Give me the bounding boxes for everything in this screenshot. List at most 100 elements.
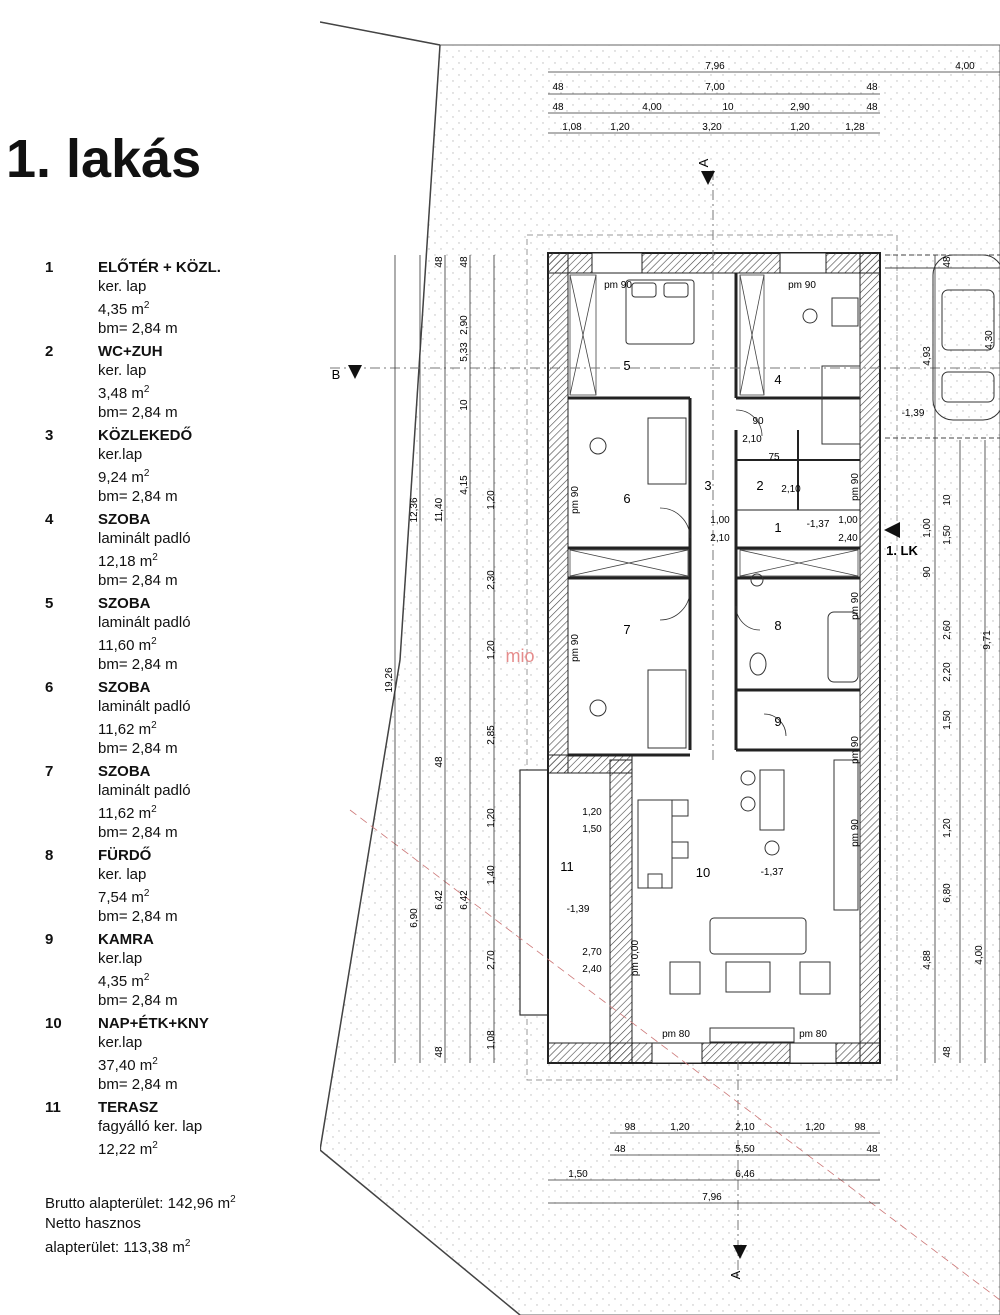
- dimension-label: 1,50: [942, 710, 953, 730]
- opening-label: pm 90: [850, 819, 861, 847]
- door-label: 1,50: [582, 824, 602, 835]
- area-unit-sup: 2: [151, 636, 157, 647]
- room-area: 11,60 m2: [98, 632, 345, 655]
- room-name: SZOBA: [98, 679, 151, 696]
- level-label: -1,39: [567, 904, 590, 915]
- room-number: 11: [45, 1099, 61, 1116]
- dimension-label: 1,20: [805, 1122, 825, 1133]
- room-area: 4,35 m2: [98, 296, 345, 319]
- level-label: -1,39: [902, 408, 925, 419]
- dimension-label: 48: [866, 1144, 878, 1155]
- dimension-label: 6,42: [459, 890, 470, 910]
- dimension-label: 4,88: [922, 950, 933, 970]
- room-floor: laminált padló: [98, 698, 191, 715]
- dimension-label: 4,15: [459, 475, 470, 495]
- room-name: FÜRDŐ: [98, 847, 152, 864]
- room-height: bm= 2,84 m: [98, 488, 178, 505]
- dimension-label: 2,90: [459, 315, 470, 335]
- section-arrow-icon: [884, 522, 900, 538]
- room-area-value: 11,60 m: [98, 637, 152, 654]
- room-label: 5: [623, 358, 630, 373]
- room-floor: ker.lap: [98, 1034, 143, 1051]
- room-label: 11: [560, 859, 574, 874]
- room-floor: laminált padló: [98, 782, 191, 799]
- dimension-label: 3,20: [702, 122, 722, 133]
- page-title: 1. lakás: [6, 129, 202, 189]
- door-label: 1,00: [710, 515, 730, 526]
- room-height: bm= 2,84 m: [98, 404, 178, 421]
- dimension-label: 1,20: [486, 640, 497, 660]
- dimension-label: 1,20: [610, 122, 630, 133]
- room-area: 12,18 m2: [98, 548, 345, 571]
- room-height: bm= 2,84 m: [98, 572, 178, 589]
- dimension-label: 10: [459, 399, 470, 411]
- room-label: 1: [774, 520, 781, 535]
- dimension-label: 2,30: [486, 570, 497, 590]
- opening-label: pm 90: [570, 634, 581, 662]
- dimension-label: 6,90: [409, 908, 420, 928]
- dimension-label: 4,30: [984, 330, 995, 350]
- section-mark-a-top: A: [696, 158, 711, 167]
- room-floor: ker. lap: [98, 866, 147, 883]
- dimension-label: 48: [434, 1046, 445, 1058]
- room-area: 9,24 m2: [98, 464, 345, 487]
- room-area: 37,40 m2: [98, 1052, 345, 1075]
- dimension-label: 9,71: [982, 630, 993, 650]
- dimension-label: 48: [942, 256, 953, 268]
- room-name: SZOBA: [98, 763, 151, 780]
- room-label: 6: [623, 491, 630, 506]
- area-unit-sup: 2: [143, 888, 150, 899]
- room-floor: ker.lap: [98, 950, 143, 967]
- opening-label: pm 90: [604, 280, 632, 291]
- door-label: 2,70: [582, 947, 602, 958]
- area-unit-sup: 2: [152, 1056, 158, 1067]
- opening-label: pm 0,00: [630, 939, 641, 976]
- room-name: SZOBA: [98, 595, 151, 612]
- dimension-label: 48: [866, 102, 878, 113]
- door-label: 2,10: [710, 533, 730, 544]
- room-area-value: 7,54 m: [98, 889, 144, 906]
- dimension-label: 1,08: [562, 122, 582, 133]
- area-unit-sup: 2: [151, 720, 157, 731]
- room-area: 12,22 m2: [98, 1136, 345, 1159]
- dimension-label: 4,00: [642, 102, 662, 113]
- room-name: KAMRA: [98, 931, 154, 948]
- dimension-label: 90: [922, 566, 933, 578]
- room-number: 5: [45, 595, 54, 612]
- dimension-label: 1,50: [568, 1169, 588, 1180]
- room-number: 4: [45, 511, 54, 528]
- dimension-label: 1,20: [670, 1122, 690, 1133]
- dimension-label: 4,00: [955, 61, 975, 72]
- door-label: 2,40: [838, 533, 858, 544]
- dimension-label: 2,90: [790, 102, 810, 113]
- room-height: bm= 2,84 m: [98, 908, 178, 925]
- dimension-label: 6,46: [735, 1169, 755, 1180]
- room-floor: fagyálló ker. lap: [98, 1118, 203, 1135]
- dimension-label: 48: [866, 82, 878, 93]
- area-unit-sup: 2: [152, 1140, 158, 1151]
- room-floor: ker. lap: [98, 362, 147, 379]
- section-arrow-icon: [348, 365, 362, 379]
- room-area-value: 11,62 m: [98, 721, 152, 738]
- dimension-label: 2,10: [735, 1122, 755, 1133]
- room-height: bm= 2,84 m: [98, 740, 178, 757]
- dimension-label: 6,42: [434, 890, 445, 910]
- dimension-label: 1,20: [486, 808, 497, 828]
- room-number: 10: [45, 1015, 62, 1032]
- dimension-label: 11,40: [434, 497, 445, 522]
- room-name: KÖZLEKEDŐ: [98, 427, 193, 444]
- area-unit-sup: 2: [152, 552, 158, 563]
- opening-label: pm 90: [850, 473, 861, 501]
- dimension-label: 12,36: [409, 497, 420, 522]
- dimension-label: 1,40: [486, 865, 497, 885]
- dimension-label: 6,80: [942, 883, 953, 903]
- dimension-label: 1,50: [942, 525, 953, 545]
- room-name: ELŐTÉR + KÖZL.: [98, 259, 221, 276]
- watermark-text: mio: [505, 646, 534, 666]
- door-label: 1,00: [838, 515, 858, 526]
